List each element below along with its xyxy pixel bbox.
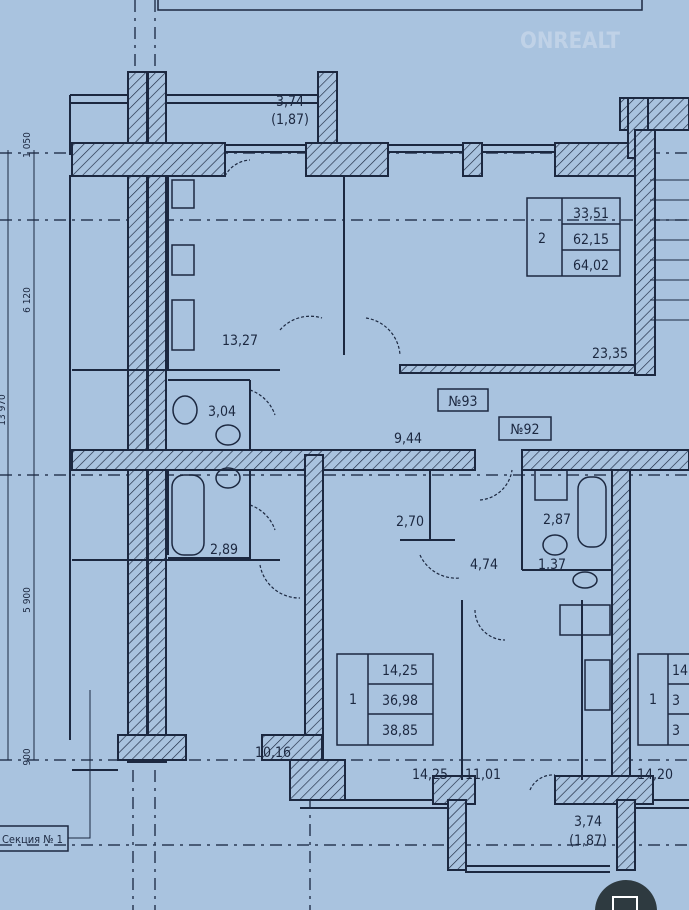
svg-text:1 050: 1 050 — [22, 132, 33, 158]
washbasin-icon — [215, 424, 241, 446]
kitchen-top-area: 13,27 — [222, 333, 258, 349]
wc-top-area: 3,04 — [208, 404, 236, 420]
balcony-top-reduced-area: (1,87) — [271, 112, 309, 128]
toilet-icon — [172, 395, 198, 425]
closet-area: 2,70 — [396, 514, 424, 530]
room-right-area: 14,20 — [637, 767, 673, 783]
rooms-count: 1 — [349, 692, 357, 708]
svg-text:14: 14 — [672, 663, 688, 679]
total-area-balcony: 64,02 — [573, 258, 609, 274]
svg-text:6 120: 6 120 — [22, 287, 33, 313]
svg-text:13 970: 13 970 — [0, 394, 8, 426]
washbasin-icon — [542, 534, 568, 556]
svg-text:900: 900 — [22, 748, 33, 765]
room-bottom-area: 14,25 — [412, 767, 448, 783]
kitchen-bottom-area: 11,01 — [465, 767, 501, 783]
cooktop-icon — [584, 659, 611, 711]
svg-text:3: 3 — [672, 693, 680, 709]
svg-text:3: 3 — [672, 723, 680, 739]
dimension-labels: 1 050 6 120 13 970 5 900 900 — [0, 132, 33, 766]
balcony-bottom-area: 3,74 — [574, 814, 602, 830]
apartment-2-table: 2 33,51 62,15 64,02 — [526, 197, 621, 277]
wc-bottom-area: 1,37 — [538, 557, 566, 573]
partitions — [72, 176, 612, 780]
room-areas: 3,74 (1,87) 13,27 23,35 9,44 3,04 2,89 2… — [208, 94, 673, 849]
expand-icon — [612, 896, 638, 910]
svg-text:1: 1 — [649, 692, 657, 708]
washbasin-icon — [215, 467, 241, 489]
cooktop-icon — [171, 244, 195, 276]
apartment-number-92: №92 — [510, 422, 539, 438]
hall-bottom-area: 4,74 — [470, 557, 498, 573]
balcony-top-area: 3,74 — [276, 94, 304, 110]
doors — [224, 159, 556, 791]
apartment-number-93: №93 — [448, 394, 477, 410]
total-area-balcony: 38,85 — [382, 723, 418, 739]
fixtures — [171, 179, 689, 711]
bathtub-icon — [171, 474, 205, 556]
living-area: 33,51 — [573, 206, 609, 222]
watermark: ONREALT — [520, 29, 620, 54]
sink-icon — [171, 299, 195, 351]
living-top-area: 23,35 — [592, 346, 628, 362]
living-area: 14,25 — [382, 663, 418, 679]
svg-text:5 900: 5 900 — [22, 587, 33, 613]
hall-top-area: 9,44 — [394, 431, 422, 447]
bathtub-icon — [577, 476, 607, 548]
svg-text:Секция № 1: Секция № 1 — [2, 833, 63, 846]
rooms-count: 2 — [538, 231, 546, 247]
bath-right-area: 2,87 — [543, 512, 571, 528]
total-area: 62,15 — [573, 232, 609, 248]
stove-icon — [171, 179, 195, 209]
walls — [71, 71, 689, 871]
total-area: 36,98 — [382, 693, 418, 709]
washing-machine-icon — [534, 469, 568, 501]
toilet-icon — [572, 571, 598, 589]
windows — [69, 94, 689, 873]
apartment-1-table: 1 14,25 36,98 38,85 — [336, 653, 434, 746]
balcony-bottom-reduced-area: (1,87) — [569, 833, 607, 849]
bath-left-area: 2,89 — [210, 542, 238, 558]
section-label: Секция № 1 — [0, 690, 91, 852]
apartment-numbers: №93 №92 — [437, 388, 552, 441]
apartment-right-table: 1 14 3 3 — [637, 653, 689, 746]
stairs — [650, 179, 689, 321]
sink-icon — [559, 604, 611, 636]
room-left-area: 10,16 — [255, 745, 291, 761]
